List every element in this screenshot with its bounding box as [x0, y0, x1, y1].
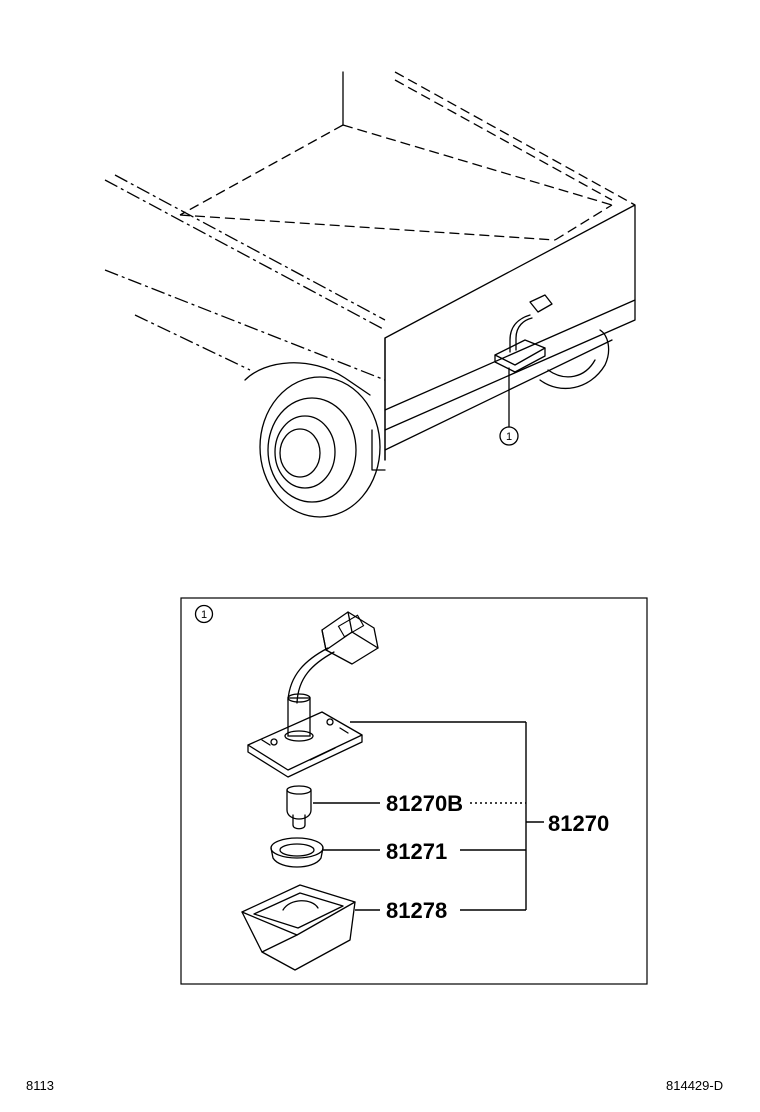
detail-frame — [180, 597, 648, 985]
part-number-lens: 81271 — [386, 839, 447, 864]
housing-drawing — [241, 884, 356, 971]
bulb-drawing — [286, 785, 312, 830]
footer-right-code: 814429-D — [666, 1078, 723, 1093]
vehicle-callout: 1 — [499, 426, 519, 446]
part-number-bulb: 81270B — [386, 791, 463, 816]
lens-drawing — [270, 837, 324, 868]
detail-callout-number: 1 — [201, 609, 207, 621]
vehicle-rear-view — [104, 71, 636, 518]
part-number-assembly: 81270 — [548, 811, 609, 836]
part-number-housing: 81278 — [386, 898, 447, 923]
leader-lines — [313, 721, 544, 911]
footer-left-code: 8113 — [26, 1078, 54, 1093]
socket-assembly — [247, 611, 379, 778]
detail-callout: 1 — [194, 604, 214, 624]
callout-number: 1 — [506, 431, 512, 443]
